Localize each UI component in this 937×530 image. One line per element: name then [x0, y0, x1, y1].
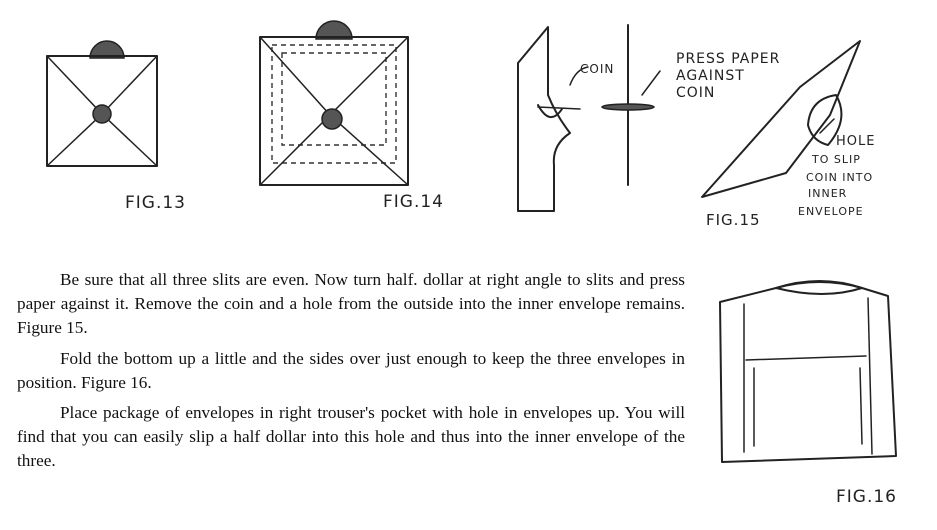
- figure-15-caption: FIG.15: [706, 211, 761, 229]
- bottom-fold-line: [745, 355, 867, 361]
- label-hole-2: TO SLIP: [811, 153, 861, 166]
- inner-envelope-2: [281, 52, 387, 146]
- figure-15-drawing: COIN PRESS PAPER AGAINST COIN HOLE TO SL…: [517, 24, 875, 229]
- label-hole-4: INNER: [808, 187, 847, 200]
- label-press-1: PRESS PAPER: [676, 51, 780, 67]
- paragraph-3: Place package of envelopes in right trou…: [17, 403, 685, 470]
- coin-edge: [537, 106, 581, 110]
- figure-15: COIN PRESS PAPER AGAINST COIN HOLE TO SL…: [510, 15, 910, 235]
- figure-14-caption: FIG.14: [383, 192, 444, 212]
- coin-illustration: [89, 40, 125, 59]
- figure-16-caption: FIG.16: [836, 487, 897, 507]
- inner-lines: [753, 367, 863, 447]
- envelope-outline: [46, 55, 158, 167]
- coin-pointer: [569, 66, 589, 86]
- coin-edge-view: [601, 103, 655, 111]
- press-pointer: [641, 70, 661, 96]
- label-coin: COIN: [580, 62, 614, 76]
- hole-pointer: [819, 118, 835, 134]
- seal-illustration: [321, 108, 343, 130]
- figure-16: FIG.16: [710, 276, 920, 512]
- paragraph-1: Be sure that all three slits are even. N…: [17, 270, 685, 337]
- figure-13: FIG.13: [40, 30, 185, 215]
- label-hole-1: HOLE: [836, 134, 875, 149]
- figure-13-drawing: FIG.13: [46, 40, 185, 213]
- paper-side-view: [517, 26, 571, 212]
- label-press-2: AGAINST: [676, 68, 745, 84]
- right-fold-line: [867, 297, 873, 455]
- label-press-3: COIN: [676, 85, 715, 101]
- seal-illustration: [92, 104, 112, 124]
- coin-illustration: [315, 20, 353, 40]
- inner-envelope-1: [271, 44, 397, 164]
- hole-top: [775, 280, 863, 295]
- hole-outline: [807, 94, 843, 146]
- envelope-outline: [259, 36, 409, 186]
- figure-14: FIG.14: [250, 15, 443, 215]
- figure-13-caption: FIG.13: [125, 193, 186, 213]
- paragraph-2: Fold the bottom up a little and the side…: [17, 349, 685, 392]
- coin-pocket: [537, 104, 563, 118]
- figure-16-drawing: FIG.16: [719, 280, 897, 507]
- label-hole-5: ENVELOPE: [798, 205, 864, 218]
- label-hole-3: COIN INTO: [806, 171, 873, 184]
- envelope-package: [701, 40, 861, 198]
- figure-14-drawing: FIG.14: [259, 20, 443, 212]
